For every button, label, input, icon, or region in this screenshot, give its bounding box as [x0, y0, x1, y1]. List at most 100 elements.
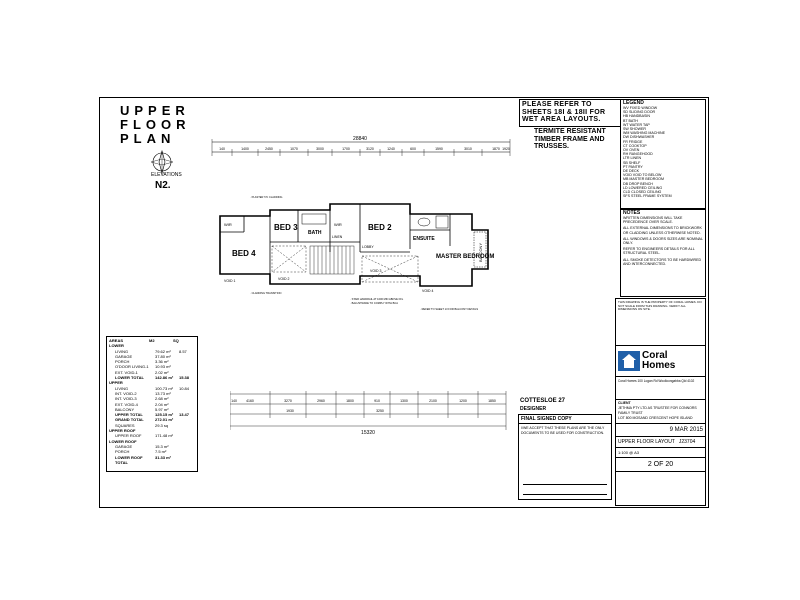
svg-text:· BALUSTRADE TO COMPLY WITH BC: · BALUSTRADE TO COMPLY WITH BCA: [350, 301, 398, 305]
area-row: LOWER: [109, 343, 124, 349]
dimension-label: 1930: [286, 409, 294, 413]
area-row: UPPER ROOF: [109, 428, 136, 434]
dimension-label: 1400: [241, 147, 249, 151]
room-label: BATH: [308, 230, 322, 236]
client-lot: LOT 800 MOSAND CRESCENT HOPE ISLAND: [616, 416, 705, 424]
design-name: COTTESLOE 27: [520, 398, 566, 404]
title-block: THIS DRAWING IS THE PROPERTY OF CORAL HO…: [615, 298, 706, 506]
dimension-label: 1920: [502, 147, 510, 151]
dimension-label: 2450: [265, 147, 273, 151]
elevation-code: N2.: [155, 180, 171, 191]
legend-heading: LEGEND: [623, 100, 644, 106]
room-label: VOID 2: [278, 277, 290, 281]
dimension-label: 1590: [435, 147, 443, 151]
note-item: ALL SMOKE DETECTORS TO BE HARDWIRED AND …: [623, 257, 702, 266]
legend-item: OV OVEN: [623, 148, 640, 153]
wet-area-notice: PLEASE REFER TO SHEETS 18I & 18II FOR WE…: [519, 99, 621, 127]
legend-item: WM WASHING MACHINE: [623, 131, 665, 136]
dimension-label: 1700: [342, 147, 350, 151]
overall-dimension-top: 28840: [353, 136, 367, 142]
coral-logo-icon: [618, 351, 640, 371]
legend-item: LD LOWERED CEILING: [623, 185, 663, 190]
dimension-label: 1800: [346, 399, 354, 403]
room-label: MASTER BEDROOM: [436, 254, 494, 260]
room-label: WIR: [334, 222, 342, 227]
legend-item: SFS STEEL FRAME SYSTEM: [623, 194, 672, 199]
scale-field: 1:100 @ A3: [616, 448, 705, 458]
legend-item: MB MASTER BEDROOM: [623, 177, 664, 182]
dimension-label: 1850: [488, 399, 496, 403]
final-copy-text: I/WE ACCEPT THAT THESE PLANS ARE THE ONL…: [521, 426, 605, 435]
legend-item: WT WATER TAP: [623, 122, 650, 127]
legend-item: DB DROP BENCH: [623, 181, 653, 186]
area-row: LOWER ROOF: [109, 438, 137, 444]
final-signed-copy: FINAL SIGNED COPY I/WE ACCEPT THAT THESE…: [518, 414, 612, 500]
dimension-label: 1240: [387, 147, 395, 151]
legend-item: DE DECK: [623, 169, 639, 174]
dimension-label: 2100: [429, 399, 437, 403]
drawing-sheet: UPPER FLOOR PLAN ELEVATIONS N2. PLEASE R…: [99, 97, 709, 508]
dimension-label: 140: [231, 399, 237, 403]
room-label: VOID 4: [422, 289, 434, 293]
note-item: REFER TO ENGINEERS DETAILS FOR ALL STRUC…: [623, 247, 695, 256]
legend-item: BT BATH: [623, 118, 638, 123]
room-label: LOBBY: [362, 245, 374, 249]
room-label: VOID 3: [370, 269, 382, 273]
note-item: WRITTEN DIMENSIONS WILL TAKE PRECEDENCE …: [623, 216, 683, 225]
notes-panel: NOTES WRITTEN DIMENSIONS WILL TAKE PRECE…: [620, 209, 706, 297]
dimension-label: 910: [374, 399, 380, 403]
room-label: LINEN: [332, 235, 343, 239]
title-line-1: UPPER: [120, 103, 190, 118]
room-label: BED 2: [368, 223, 392, 232]
dimension-label: 140: [219, 147, 225, 151]
dimension-label: 3000: [316, 147, 324, 151]
signature-line: [523, 494, 607, 495]
legend-item: WV FIXED WINDOW: [623, 106, 658, 110]
dimension-label: 2960: [317, 399, 325, 403]
note-item: ALL EXTERNAL DIMENSIONS TO BRICKWORK OR …: [623, 226, 702, 235]
legend-item: FR FRIDGE: [623, 139, 643, 144]
compass-icon: [150, 150, 174, 175]
legend-item: SB SHELF: [623, 160, 641, 165]
sheet-number: 2 OF 20: [616, 458, 705, 472]
company-address: Coral Homes 100 Logan Rd Woolloongabba Q…: [616, 377, 705, 400]
legend-item: CLD CLOSED CEILING: [623, 190, 662, 195]
copyright-note: THIS DRAWING IS THE PROPERTY OF CORAL HO…: [618, 300, 702, 312]
date-field: 9 MAR 2015: [616, 424, 705, 437]
title-line-2: FLOOR: [120, 117, 191, 132]
job-number: J23704: [678, 439, 696, 445]
overall-dimension-bottom: 15320: [361, 430, 375, 436]
page-title: UPPER FLOOR PLAN: [120, 104, 191, 146]
room-label: BED 3: [274, 223, 298, 232]
note-item: ALL WINDOWS & DOORS SIZES ARE NOMINAL ON…: [623, 236, 703, 246]
room-label: BED 4: [232, 249, 256, 258]
client-label: CLIENT: [618, 401, 631, 405]
company-logo: Coral Homes: [616, 345, 705, 377]
dimension-label: 3120: [366, 147, 374, 151]
title-line-3: PLAN: [120, 131, 176, 146]
drawing-title: UPPER FLOOR LAYOUT: [618, 439, 675, 445]
room-label: ENSUITE: [413, 236, 435, 242]
svg-text:· CLADDING TRANSITION: · CLADDING TRANSITION: [250, 291, 281, 295]
dimension-label: 1300: [400, 399, 408, 403]
room-label: WIR: [224, 222, 232, 227]
